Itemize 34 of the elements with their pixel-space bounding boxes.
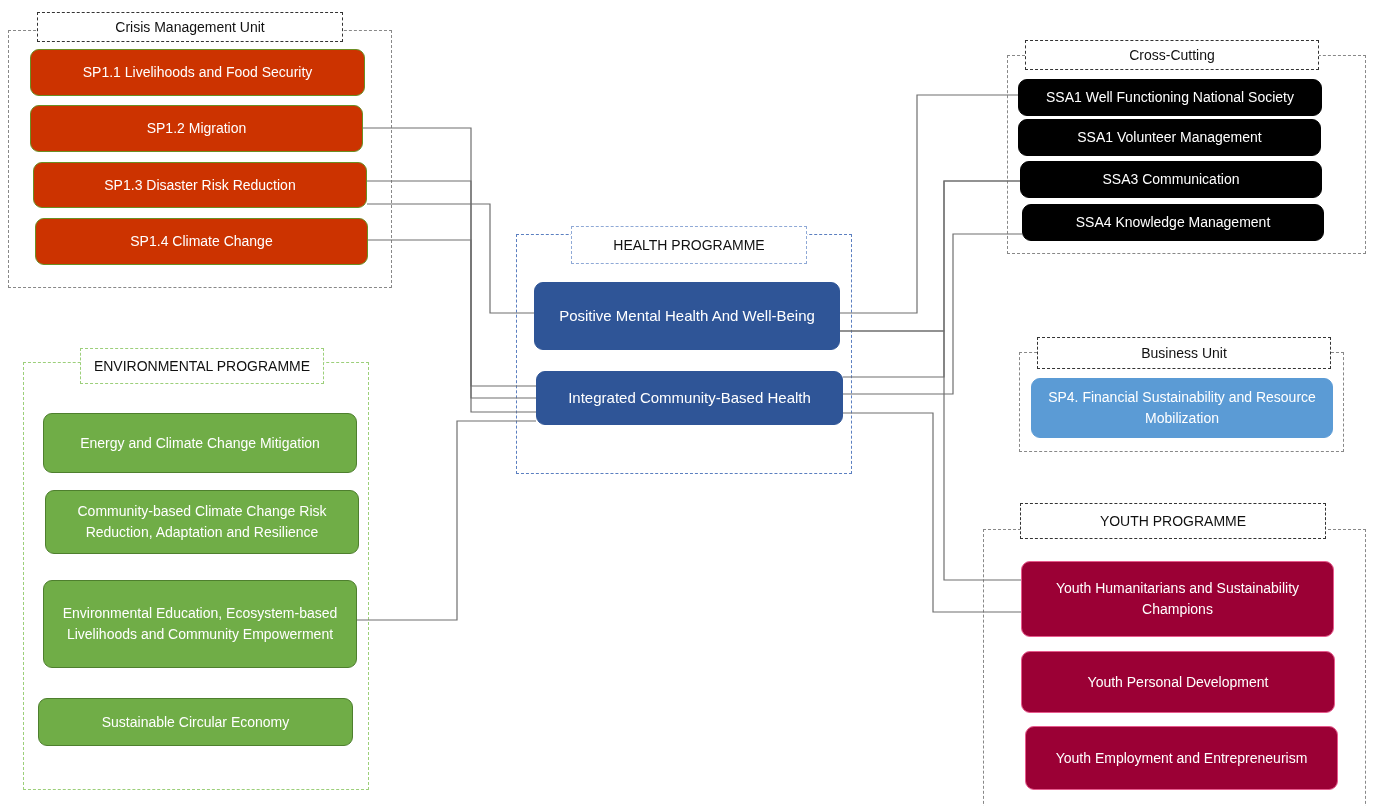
programme-box: Sustainable Circular Economy <box>38 698 353 746</box>
group-heading: YOUTH PROGRAMME <box>1020 503 1326 539</box>
group-heading: Business Unit <box>1037 337 1331 369</box>
group-heading: ENVIRONMENTAL PROGRAMME <box>80 348 324 384</box>
programme-box: SSA1 Well Functioning National Society <box>1018 79 1322 116</box>
connector-line <box>366 203 535 314</box>
connector-line <box>356 420 537 621</box>
programme-box: SP1.1 Livelihoods and Food Security <box>30 49 365 96</box>
connector-line <box>839 330 1022 581</box>
programme-box: Environmental Education, Ecosystem-based Livelihoods and Community Empowerment <box>43 580 357 668</box>
programme-box: Integrated Community-Based Health <box>536 371 843 425</box>
connector-line <box>842 412 1022 613</box>
connector-line <box>366 180 537 399</box>
connector-line <box>839 94 1019 314</box>
programme-box: SSA3 Communication <box>1020 161 1322 198</box>
programme-box: Positive Mental Health And Well-Being <box>534 282 840 350</box>
programme-box: Youth Personal Development <box>1021 651 1335 713</box>
connector-line <box>367 239 537 413</box>
group-heading: Crisis Management Unit <box>37 12 343 42</box>
programme-box: Youth Employment and Entrepreneurism <box>1025 726 1338 790</box>
programme-box: SP1.4 Climate Change <box>35 218 368 265</box>
programme-box: SSA4 Knowledge Management <box>1022 204 1324 241</box>
connector-line <box>362 127 537 387</box>
connector-line <box>842 180 1021 378</box>
programme-box: SP1.3 Disaster Risk Reduction <box>33 162 367 208</box>
group-heading: HEALTH PROGRAMME <box>571 226 807 264</box>
programme-box: Youth Humanitarians and Sustainability Champions <box>1021 561 1334 637</box>
connector-line <box>842 233 1023 395</box>
programme-box: SSA1 Volunteer Management <box>1018 119 1321 156</box>
programme-box: SP1.2 Migration <box>30 105 363 152</box>
programme-box: Community-based Climate Change Risk Reduction, Adaptation and Resilience <box>45 490 359 554</box>
programme-box: SP4. Financial Sustainability and Resource Mobilization <box>1031 378 1333 438</box>
group-heading: Cross-Cutting <box>1025 40 1319 70</box>
programme-box: Energy and Climate Change Mitigation <box>43 413 357 473</box>
